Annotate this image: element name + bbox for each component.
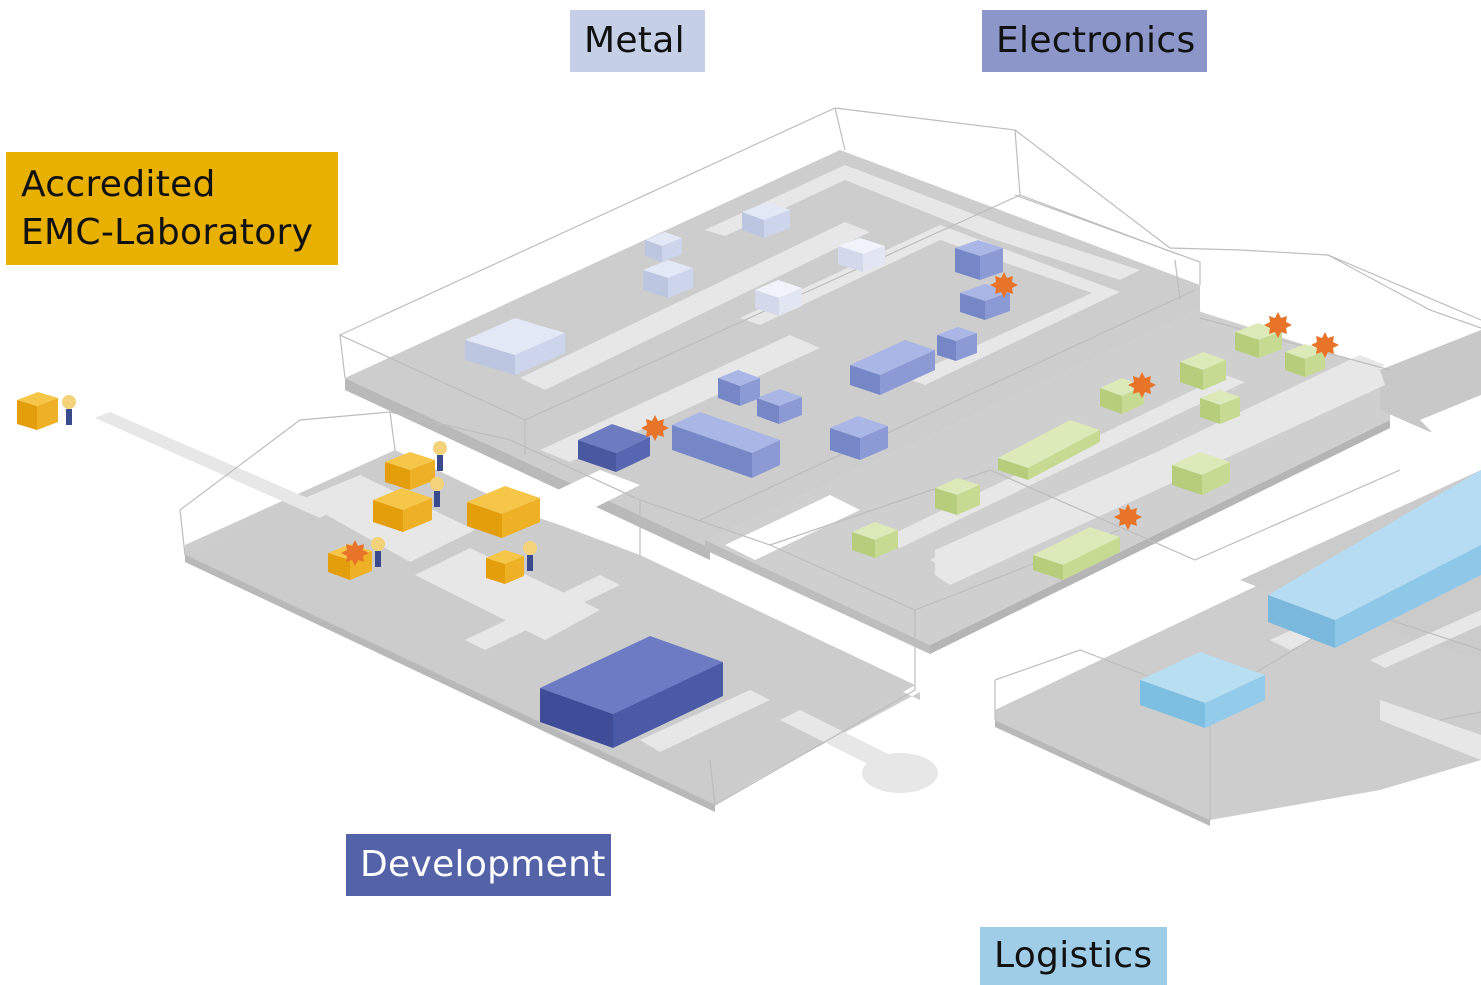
worker-icon [433, 441, 447, 471]
aisle-development-4 [640, 690, 770, 752]
emc-blocks [17, 392, 540, 584]
wire-electronics-roof [1014, 129, 1481, 321]
electronics-block-3 [850, 340, 935, 395]
workers [62, 395, 537, 571]
metal-blocks [465, 202, 885, 375]
metal-block-4 [838, 238, 885, 272]
production-block-7 [935, 478, 980, 515]
aisle-development-2 [415, 548, 600, 640]
production-blocks [852, 323, 1325, 580]
emc-block-1 [385, 452, 435, 490]
electronics-block-5 [718, 370, 760, 406]
machine-gear-icon [341, 540, 369, 566]
wire-production-roof [699, 254, 1481, 521]
turnaround-circle [862, 753, 938, 793]
emc-block-2 [373, 488, 432, 532]
metal-block-2 [645, 232, 682, 262]
label-development: Development [346, 834, 611, 896]
machine-gear-icon [1264, 312, 1292, 338]
electronics-block-dark [578, 424, 650, 472]
electronics-block-1 [955, 240, 1003, 280]
emc-block-entry [17, 392, 58, 430]
metal-block-large [465, 318, 565, 375]
emc-block-3 [467, 486, 540, 538]
courtyard-3 [1420, 395, 1481, 440]
label-emc-laboratory: Accredited EMC-Laboratory [6, 152, 338, 265]
aisle-development-3 [465, 575, 620, 650]
metal-block-1 [742, 202, 790, 238]
machine-gear-icon [1311, 332, 1339, 358]
aisle-logistics-3 [1380, 700, 1481, 760]
hall-production-side [705, 540, 930, 654]
electronics-block-4 [937, 327, 977, 361]
machine-gear-icon [990, 272, 1018, 298]
label-metal: Metal [570, 10, 705, 72]
production-block-5 [1200, 390, 1240, 424]
production-block-2 [1285, 344, 1325, 377]
electronics-blocks [578, 240, 1010, 478]
production-block-3 [1180, 352, 1226, 390]
worker-icon [430, 477, 444, 507]
metal-block-5 [755, 280, 802, 316]
hall-logistics-edge [995, 720, 1210, 826]
development-block [540, 636, 723, 748]
hall-metal-electronics-edge [345, 378, 710, 560]
production-block-10 [852, 522, 898, 558]
hall-development-edge [185, 555, 715, 812]
worker-icon [371, 537, 385, 567]
electronics-block-6 [757, 389, 802, 424]
worker-icon [62, 395, 76, 425]
emc-block-5 [486, 550, 524, 584]
machine-gear-icon [1128, 372, 1156, 398]
label-emc-line2: EMC-Laboratory [21, 212, 314, 253]
aisle-production-ring [935, 360, 1385, 585]
courtyard-1 [515, 470, 640, 525]
courtyard-2 [725, 495, 860, 560]
machine-markers [341, 272, 1339, 566]
electronics-block-7 [672, 412, 780, 478]
label-emc-line1: Accredited [21, 164, 216, 205]
production-block-8 [1172, 452, 1230, 495]
aisle-logistics-2 [1370, 610, 1481, 668]
production-block-6 [998, 420, 1100, 480]
machine-gear-icon [641, 415, 669, 441]
metal-block-3 [643, 260, 693, 298]
courtyards [515, 395, 1481, 560]
production-block-9 [1033, 527, 1120, 580]
logistics-block-long [1268, 470, 1481, 648]
logistics-blocks [1140, 470, 1481, 728]
electronics-block-8 [830, 416, 888, 460]
aisle-metal-cross [705, 165, 1140, 280]
aisle-development-exit [780, 710, 900, 770]
label-logistics: Logistics [980, 927, 1167, 985]
aisle-metal-main [520, 222, 870, 390]
worker-icon [523, 541, 537, 571]
aisle-electronics-ring [740, 225, 1120, 385]
aisle-link-emc [95, 412, 335, 518]
label-electronics: Electronics [982, 10, 1207, 72]
wire-metal-hall [338, 107, 1201, 455]
hall-production-edge [930, 420, 1390, 654]
logistics-block-small [1140, 652, 1265, 728]
machine-gear-icon [1114, 504, 1142, 530]
